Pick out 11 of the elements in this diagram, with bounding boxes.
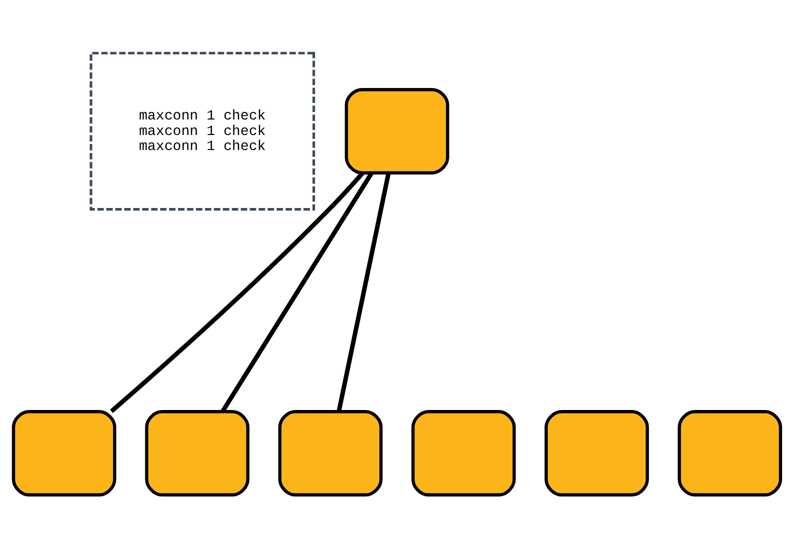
- connector: [336, 172, 391, 412]
- node-box: [145, 410, 250, 496]
- connector: [110, 172, 364, 414]
- node-box: [411, 410, 516, 496]
- node-box: [544, 410, 649, 496]
- node-box: [344, 88, 450, 174]
- node-box: [12, 410, 116, 496]
- node-box: maxconn 1 check maxconn 1 check maxconn 1 check: [90, 52, 316, 211]
- node-box: [678, 410, 782, 496]
- connector: [220, 172, 374, 413]
- node-box: [278, 410, 383, 496]
